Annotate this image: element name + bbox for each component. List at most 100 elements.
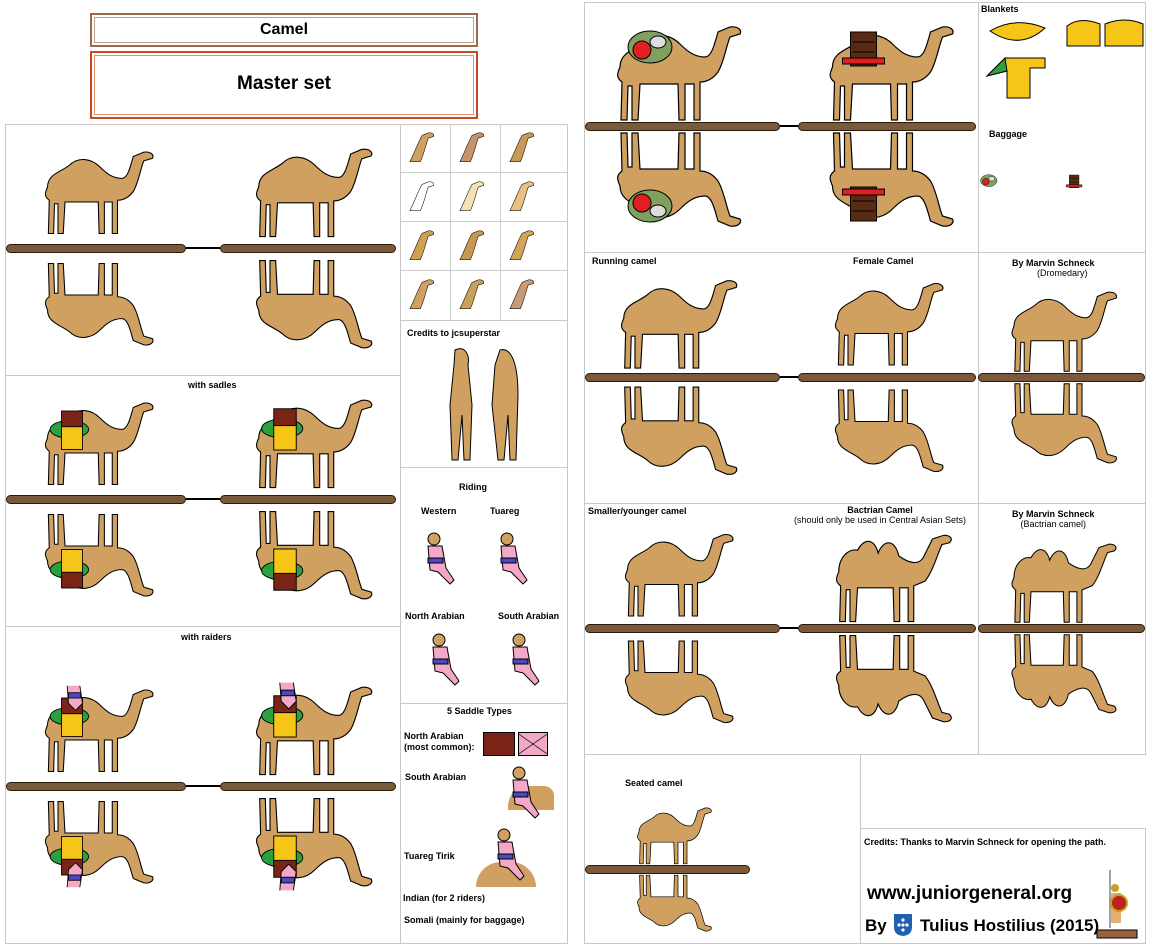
camel-head-color-variant xyxy=(509,279,535,310)
seated-camel-figure-reflection xyxy=(600,874,750,934)
baggage-label: Baggage xyxy=(989,129,1028,139)
rider-figure xyxy=(427,532,455,585)
fold-line xyxy=(186,785,220,787)
saddle-types-panel xyxy=(400,703,568,944)
sadles-label: with sadles xyxy=(188,380,237,390)
divider xyxy=(500,222,501,271)
camel-head-color-variant xyxy=(459,230,485,261)
camel-head-color-variant xyxy=(409,279,435,310)
figure-base xyxy=(220,244,396,253)
riding-title: Riding xyxy=(459,482,487,492)
camel-head-color-variant xyxy=(459,132,485,163)
saddle-types-title: 5 Saddle Types xyxy=(447,706,512,716)
divider xyxy=(400,221,568,222)
camel-head-color-variant xyxy=(509,181,535,212)
marvin-bactrian-figure-reflection xyxy=(995,633,1135,718)
camel-head-color-variant xyxy=(409,230,435,261)
camel-figure-reflection xyxy=(30,504,170,609)
camel-figure-reflection xyxy=(240,504,390,609)
credits-text: Credits: Thanks to Marvin Schneck for op… xyxy=(864,837,1107,847)
author-name: Tulius Hostilius (2015) xyxy=(920,916,1100,935)
bactrian-camel-figure-reflection xyxy=(820,633,970,728)
figure-base xyxy=(978,624,1145,633)
north-arabian-label: North Arabian xyxy=(405,611,465,621)
figure-base xyxy=(798,373,976,382)
north-arabian-saddle-outline xyxy=(518,732,548,756)
title-box: Camel xyxy=(90,13,478,47)
baggage-camel-figure xyxy=(600,22,760,122)
marvin-dromedary-figure xyxy=(995,288,1135,373)
north-arabian-saddle xyxy=(483,732,515,756)
camel-figure-reflection xyxy=(240,791,390,896)
bactrian-camel-figure xyxy=(820,529,970,624)
running-camel-figure xyxy=(605,273,755,373)
fold-line xyxy=(780,125,798,127)
camel-head-color-variant xyxy=(459,279,485,310)
camel-figure xyxy=(240,390,390,495)
front-back-camel-figures xyxy=(449,348,519,461)
fold-line xyxy=(186,247,220,249)
western-label: Western xyxy=(421,506,457,516)
north-arabian-saddle-label: North Arabian xyxy=(404,731,464,741)
divider xyxy=(500,173,501,222)
south-arabian-label: South Arabian xyxy=(498,611,560,621)
figure-base xyxy=(585,865,750,874)
young-camel-figure-reflection xyxy=(610,633,750,733)
figure-base xyxy=(585,373,780,382)
rider-figure xyxy=(512,633,540,686)
camel-head-color-variant xyxy=(409,181,435,212)
marvin-bactrian-figure xyxy=(995,539,1135,624)
smaller-camel-label: Smaller/younger camel xyxy=(588,506,687,516)
camel-figure-reflection xyxy=(30,253,170,358)
tuareg-tirik-label: Tuareg Tirik xyxy=(404,851,455,861)
divider xyxy=(450,173,451,222)
south-arabian-saddle-label: South Arabian xyxy=(405,772,467,782)
figure-base xyxy=(978,373,1145,382)
female-camel-label: Female Camel xyxy=(853,256,914,266)
figure-base xyxy=(220,495,396,504)
blankets-label: Blankets xyxy=(981,4,1019,14)
camel-head-color-variant xyxy=(459,181,485,212)
figure-base xyxy=(220,782,396,791)
camel-figure xyxy=(240,139,390,244)
baggage-frame-icon xyxy=(1075,165,1135,215)
raiders-label: with raiders xyxy=(181,632,232,642)
camel-figure xyxy=(30,677,170,782)
rider-figure xyxy=(432,633,460,686)
camel-figure-reflection xyxy=(240,253,390,358)
divider xyxy=(450,124,451,173)
running-camel-figure-reflection xyxy=(605,382,755,482)
marvin-dromedary-credit: By Marvin Schneck(Dromedary) xyxy=(1012,258,1095,278)
camel-figure xyxy=(30,390,170,495)
baggage-pack-icon xyxy=(990,165,1050,215)
divider xyxy=(500,271,501,320)
female-camel-figure xyxy=(820,273,960,373)
baggage-camel-figure-reflection xyxy=(600,131,760,231)
marvin-bactrian-credit: By Marvin Schneck(Bactrian camel) xyxy=(1012,509,1095,529)
figure-base xyxy=(6,495,186,504)
website-link[interactable]: www.juniorgeneral.org xyxy=(867,883,1073,904)
by-label: By xyxy=(865,916,887,935)
camel-figure xyxy=(240,677,390,782)
fold-line xyxy=(780,376,798,378)
bactrian-camel-label: Bactrian Camel(should only be used in Ce… xyxy=(793,505,967,525)
subtitle-box: Master set xyxy=(90,51,478,119)
credits-panel xyxy=(860,828,1146,944)
camel-head-color-variant xyxy=(409,132,435,163)
north-arabian-note: (most common): xyxy=(404,742,475,752)
blankets-figures xyxy=(985,19,1144,99)
figure-base xyxy=(6,244,186,253)
credits-jcsuperstar-label: Credits to jcsuperstar xyxy=(407,328,501,338)
camel-figure xyxy=(30,139,170,244)
running-camel-label: Running camel xyxy=(592,256,657,266)
camel-head-color-variant xyxy=(509,132,535,163)
somali-saddle-label: Somali (mainly for baggage) xyxy=(404,915,525,925)
figure-base xyxy=(6,782,186,791)
female-camel-figure-reflection xyxy=(820,382,960,482)
figure-base xyxy=(585,122,780,131)
tuareg-label: Tuareg xyxy=(490,506,520,516)
author-logo-soldier xyxy=(1096,870,1138,939)
frame-camel-figure-reflection xyxy=(810,131,975,231)
divider xyxy=(400,172,568,173)
frame-camel-figure xyxy=(810,22,975,122)
